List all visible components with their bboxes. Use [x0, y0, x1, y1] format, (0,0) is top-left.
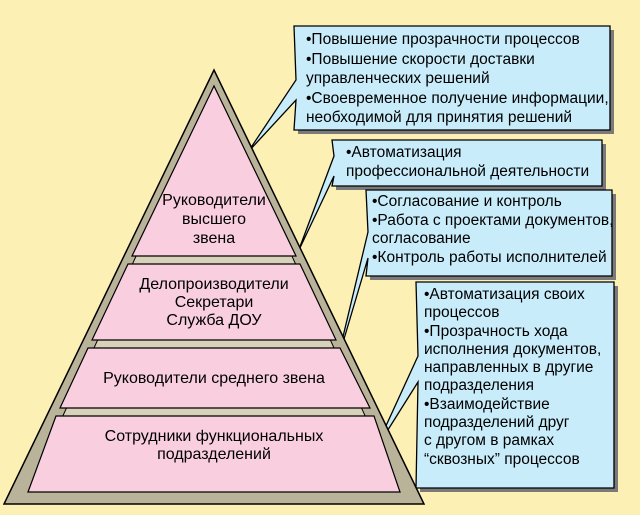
callout-3	[335, 189, 616, 367]
callout-item-line: •Повышение скорости доставки	[306, 50, 535, 68]
pyramid-level-label: звена	[193, 230, 235, 247]
callout-item: •Своевременное получение информации, необ…	[306, 89, 609, 128]
callout-item-line: •Своевременное получение информации,	[306, 89, 609, 107]
pyramid-level-label: Секретари	[175, 294, 254, 311]
pyramid-level-label: подразделений	[157, 446, 271, 463]
pyramid-level-label: Служба ДОУ	[166, 312, 262, 329]
callout-item-line: подразделений друг	[424, 414, 570, 432]
callout-item-line: “сквозных” процессов	[424, 450, 580, 468]
callout-item-line: процессов	[424, 304, 500, 322]
callout-item: •Повышение прозрачности процессов	[306, 30, 609, 50]
callout-item-line: •Автоматизация своих	[424, 286, 585, 303]
callout-item-line: •Автоматизация	[346, 144, 462, 161]
callout-box	[297, 139, 603, 253]
callout-item: •Согласование и контроль	[372, 193, 613, 212]
callout-item-line: направленных в другие	[424, 359, 594, 377]
pyramid-level-shape	[131, 84, 297, 257]
pyramid-level-label: Руководители	[162, 192, 266, 209]
callout-item-line: профессиональной деятельности	[346, 162, 590, 180]
callout-item-line: согласование	[372, 230, 471, 247]
callout-item-line: исполнения документов,	[424, 340, 602, 358]
callout-item-line: подразделения	[424, 377, 534, 395]
callout-item-line: •Взаимодействие	[424, 395, 550, 413]
pyramid-level-1: Руководители высшего звена	[131, 84, 297, 257]
callout-box	[335, 189, 613, 367]
callout-4	[373, 281, 618, 492]
callout-item: •Работа с проектами документов,согласова…	[372, 212, 613, 249]
pyramid-level-label: Делопроизводители	[139, 276, 288, 293]
callout-item-line: •Контроль работы исполнителей	[372, 248, 607, 266]
pyramid-level-label: Сотрудники функциональных	[105, 428, 324, 445]
pyramid-level-label: высшего	[182, 211, 246, 228]
callout-item: •Контроль работы исполнителей	[372, 249, 613, 268]
callout-item-line: •Повышение прозрачности процессов	[306, 31, 580, 48]
callout-item-line: •Прозрачность хода	[424, 322, 568, 340]
callout-box	[373, 281, 615, 489]
callout-1	[247, 25, 614, 153]
pyramid-level-shape	[27, 415, 401, 493]
callout-1-text: •Повышение прозрачности процессов •Повыше…	[306, 30, 609, 128]
callout-box	[247, 25, 611, 153]
callout-2	[297, 139, 606, 253]
callout-item-line: необходимой для принятия решений	[306, 109, 573, 126]
callout-item-line: •Работа с проектами документов,	[372, 211, 614, 229]
callout-boxes	[247, 25, 618, 492]
callout-3-text: •Согласование и контроль•Работа с проект…	[372, 193, 613, 267]
callout-item-line: управленческих решений	[306, 70, 490, 87]
callout-item: •Повышение скорости доставки управленческ…	[306, 50, 609, 89]
pyramid-level-label: Руководители среднего звена	[103, 370, 325, 387]
pyramid-level-shape	[59, 347, 371, 409]
pyramid: Руководители высшего звенаДелопроизводител…	[2, 68, 426, 505]
callout-item-line: •Согласование и контроль	[372, 193, 562, 210]
callout-item-line: с другом в рамках	[424, 432, 555, 450]
pyramid-level-3: Руководители среднего звена	[59, 347, 371, 409]
pyramid-level-shape	[91, 263, 337, 341]
